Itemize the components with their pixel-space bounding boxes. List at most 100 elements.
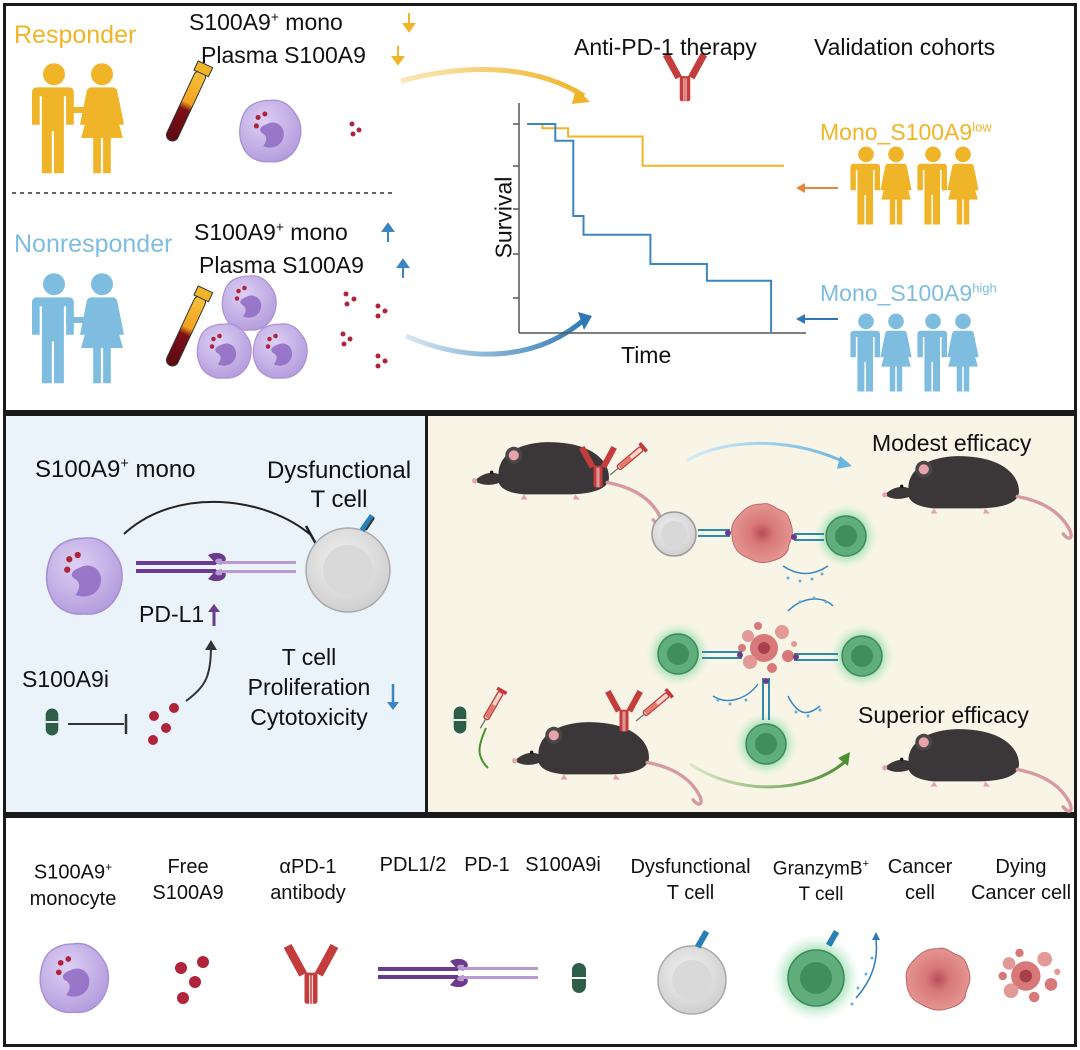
mono-title-rest: mono <box>128 456 196 483</box>
inhibitor-label: S100A9i <box>22 666 109 692</box>
green-tcell-icon-4 <box>733 711 799 777</box>
down-arrow-icon-3 <box>387 684 399 710</box>
up-arrow-icon-3 <box>208 604 220 626</box>
nonresp-mono-name: S100A9 <box>194 219 276 245</box>
legend-sup: + <box>105 860 113 874</box>
responder-curved-arrow <box>400 67 586 99</box>
nonresponder-people-icon <box>32 273 124 384</box>
legend-label-line2: cell <box>904 882 935 904</box>
legend-item-granzyme: GranzymB+ T cell <box>762 851 880 908</box>
s100a9-dots-icon <box>349 121 362 137</box>
legend-label-line2: Cancer cell <box>970 882 1072 904</box>
nonresponder-label: Nonresponder <box>14 230 173 258</box>
inhibition-arc <box>123 500 313 537</box>
capsule-icon <box>45 708 59 736</box>
legend-item-pd1: PD-1 <box>464 854 510 876</box>
resp-mono-rest: mono <box>278 9 343 35</box>
legend-label-line2: T cell <box>666 882 715 904</box>
group-low-sup: low <box>972 119 992 135</box>
responder-label: Responder <box>14 21 137 49</box>
legend-label: Cancer <box>887 856 953 878</box>
legend-item-dying: Dying Cancer cell <box>966 854 1076 906</box>
legend-panel: S100A9+ monocyte Free S100A9 αPD-1 antib… <box>3 815 1077 1047</box>
legend-item-free-s100a9: Free S100A9 <box>143 854 233 906</box>
responder-people-icon <box>32 63 124 174</box>
mouse-icon-3 <box>510 720 703 806</box>
group-high-name: Mono_S100A9 <box>820 280 973 306</box>
s100a9-dots-icon-3 <box>148 703 179 745</box>
monocyte-icon-4 <box>252 323 308 379</box>
monocyte-icon-3 <box>196 323 252 379</box>
x-axis-label: Time <box>621 342 672 368</box>
responder-mono-text: S100A9+ mono <box>189 9 343 36</box>
nonresp-mono-rest: mono <box>283 219 348 245</box>
capsule-icon-2 <box>453 706 467 734</box>
legend-item-antibody: αPD-1 antibody <box>253 854 363 906</box>
mouse-experiment-graphics <box>453 440 1073 813</box>
nonresponder-curved-arrow <box>405 316 588 357</box>
mono-title: S100A9+ mono <box>35 456 196 484</box>
blood-tube-icon-2 <box>165 285 214 367</box>
granule-arrow <box>782 565 829 575</box>
legend-item-monocyte: S100A9+ monocyte <box>18 854 128 912</box>
low-cohort-people-icon <box>850 146 979 225</box>
therapy-label: Anti-PD-1 therapy <box>574 34 757 60</box>
high-cohort-arrow <box>796 314 838 324</box>
legend-label: Dysfunctional <box>630 856 751 878</box>
legend-s100a9-icon <box>175 956 209 1004</box>
legend-label: GranzymB <box>772 858 863 880</box>
legend-dying-cancer-icon <box>998 948 1061 1003</box>
legend-item-inhibitor: S100A9i <box>525 854 601 876</box>
group-high-sup: high <box>972 280 997 296</box>
mouse-icon-2 <box>880 454 1073 540</box>
s100a9-dots-icon-2 <box>340 291 388 369</box>
responder-plasma-text: Plasma S100A9 <box>201 42 366 68</box>
legend-capsule-icon <box>572 963 586 993</box>
resp-mono-name: S100A9 <box>189 9 271 35</box>
blood-tube-icon <box>165 60 214 142</box>
low-cohort-arrow <box>796 183 838 193</box>
dysfunctional-line1: Dysfunctional <box>266 457 412 484</box>
survival-chart <box>513 103 806 334</box>
green-tcell-icon-2 <box>645 621 711 687</box>
y-axis-label: Survival <box>490 176 517 259</box>
top-panel-graphics <box>12 13 979 392</box>
legend-monocyte-icon <box>39 942 110 1014</box>
synapse-icon-2 <box>702 651 838 720</box>
pd1-pdl1-icon <box>136 552 296 582</box>
legend-label: αPD-1 <box>279 856 337 878</box>
monocyte-icon-5 <box>45 537 123 615</box>
syringe-icon-2 <box>474 685 509 732</box>
superior-label: Superior efficacy <box>858 702 1029 728</box>
monocyte-icon <box>239 99 302 163</box>
group-low-name: Mono_S100A9 <box>820 119 973 145</box>
up-arrow-icon <box>381 222 410 278</box>
legend-antibody-icon <box>283 943 339 1005</box>
legend-label: Free <box>167 856 209 878</box>
mono-title-name: S100A9 <box>35 456 121 483</box>
nonresponder-plasma-text: Plasma S100A9 <box>199 252 364 278</box>
legend-label-line2: monocyte <box>29 887 117 910</box>
down-arrow-icon <box>391 13 416 66</box>
modest-label: Modest efficacy <box>872 430 1032 456</box>
middle-right-panel: Modest efficacy Superior efficacy <box>425 413 1077 815</box>
nonresponder-mono-text: S100A9+ mono <box>194 219 348 246</box>
survival-line-high <box>527 123 773 333</box>
mechanism-graphics <box>45 500 399 745</box>
legend-label: S100A9 <box>33 861 106 884</box>
legend-dysfunctional-tcell-icon <box>657 930 727 1015</box>
legend-label-line2: T cell <box>798 884 844 906</box>
legend-label-line2: antibody <box>270 882 346 904</box>
legend-cancer-icon <box>905 947 971 1011</box>
effect-tcell: T cell <box>281 644 337 670</box>
pdl1-label: PD-L1 <box>139 601 205 627</box>
survival-line-low <box>527 123 784 167</box>
legend-sup: + <box>862 858 870 870</box>
dying-cancer-icon <box>738 622 797 673</box>
modest-arrow <box>685 441 849 466</box>
middle-left-panel: S100A9+ mono Dysfunctional T cell PD-L1 … <box>3 413 428 815</box>
nonresp-mono-sup: + <box>275 219 284 235</box>
high-cohort-people-icon <box>850 313 979 392</box>
validation-label: Validation cohorts <box>814 34 996 60</box>
cancer-cell-icon <box>731 503 793 564</box>
